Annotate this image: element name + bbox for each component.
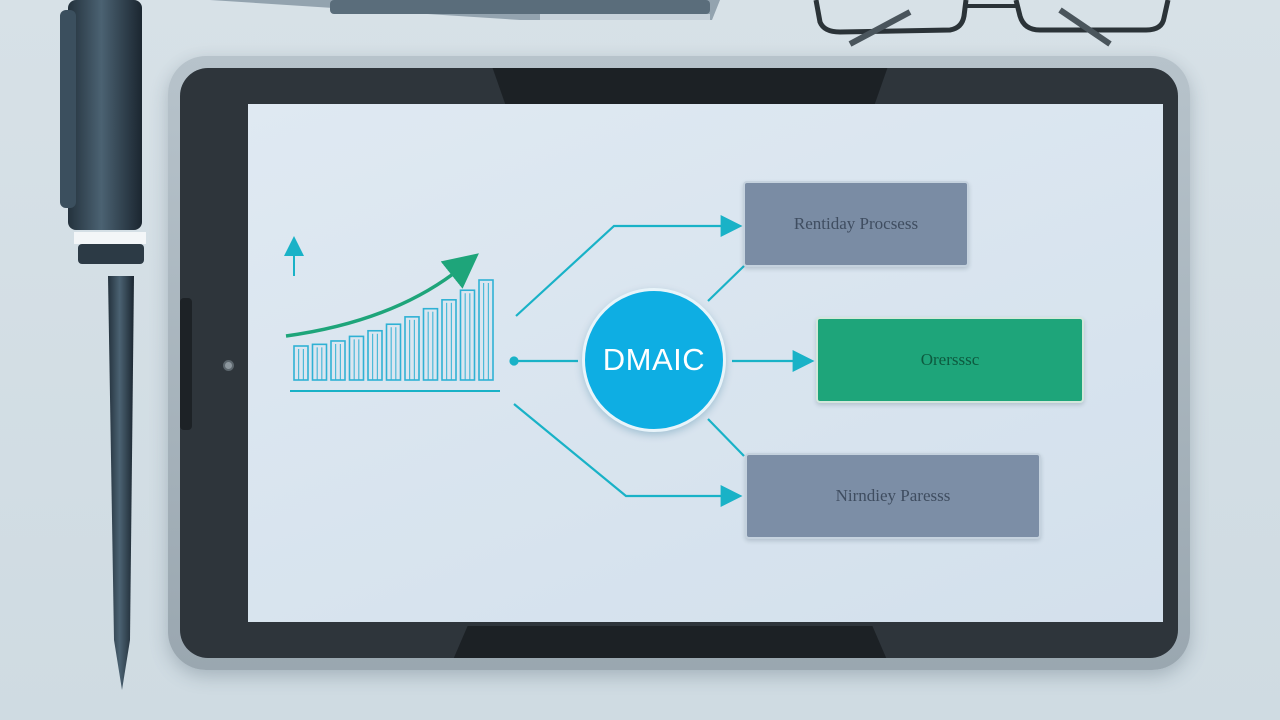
- trend-bar: [459, 289, 476, 381]
- trend-bar: [348, 335, 365, 381]
- pen-cap: [68, 0, 142, 230]
- connector-hub-top: [707, 265, 745, 302]
- trend-line: [285, 253, 479, 338]
- glasses: [813, 0, 1171, 47]
- trend-bar: [441, 299, 457, 381]
- connectors: [509, 215, 815, 507]
- trend-bar: [293, 345, 309, 381]
- process-box-bottom-label: Nirndiey Paresss: [835, 486, 951, 505]
- stylus: [210, 0, 720, 20]
- pen: [60, 0, 146, 690]
- tablet-side-button: [180, 298, 192, 430]
- connector-hub-bottom: [707, 418, 745, 457]
- process-box-top: Rentiday Procsess: [743, 181, 969, 267]
- process-box-middle: Orersssc: [816, 317, 1084, 403]
- connector-top: [515, 215, 743, 317]
- pen-clip: [60, 10, 76, 208]
- process-box-middle-label: Orersssc: [920, 350, 980, 369]
- connector-left-dot: [509, 356, 519, 366]
- trend-bar: [422, 307, 439, 381]
- dmaic-diagram: [284, 215, 815, 507]
- trend-bar: [311, 343, 328, 381]
- dmaic-hub-label: DMAIC: [602, 342, 706, 377]
- camera-icon: [223, 360, 234, 371]
- trend-bar: [367, 329, 383, 381]
- trend-chart: [284, 236, 500, 392]
- process-box-top-label: Rentiday Procsess: [793, 214, 919, 233]
- connector-bottom: [513, 403, 743, 507]
- trend-bar: [385, 323, 402, 381]
- trend-bar: [478, 279, 494, 381]
- trend-bar: [404, 316, 420, 381]
- dmaic-hub: DMAIC: [582, 288, 726, 432]
- trend-bar: [330, 340, 346, 381]
- pen-tip: [108, 276, 134, 690]
- process-box-bottom: Nirndiey Paresss: [745, 453, 1041, 539]
